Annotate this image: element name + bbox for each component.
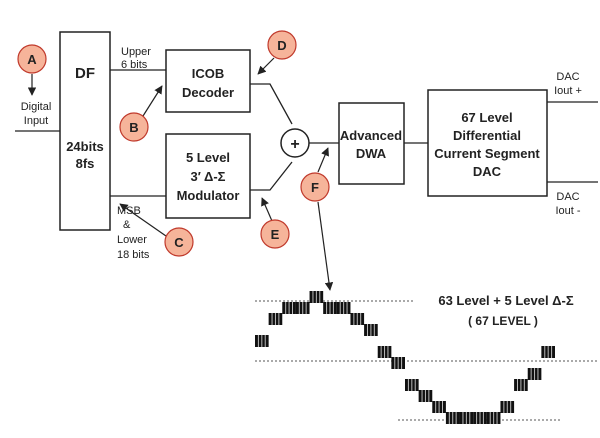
- callout-b-arrow: [142, 85, 163, 117]
- output-minus-label-2: Iout -: [555, 205, 580, 217]
- callout-a: A: [17, 44, 47, 74]
- input-label-1: Digital: [21, 101, 52, 113]
- waveform-title: 63 Level + 5 Level Δ-Σ: [438, 293, 573, 308]
- callout-f: F: [300, 172, 330, 202]
- waveform: 63 Level + 5 Level Δ-Σ ( 67 LEVEL ): [255, 291, 598, 424]
- output-plus-label-1: DAC: [556, 71, 579, 83]
- modulator-label-3: Modulator: [177, 188, 240, 203]
- summer-node: [280, 128, 310, 158]
- callout-a-label: A: [27, 52, 37, 67]
- df-bits-label: 24bits: [66, 139, 104, 154]
- input-label-2: Input: [24, 115, 48, 127]
- dwa-block: [338, 102, 405, 185]
- output-plus-label-2: Iout +: [554, 85, 582, 97]
- callout-b: B: [119, 112, 149, 142]
- callout-e-label: E: [271, 227, 280, 242]
- df-title: DF: [75, 65, 95, 82]
- lower-bits-label-3: Lower: [117, 234, 147, 246]
- waveform-subtitle: ( 67 LEVEL ): [468, 314, 538, 328]
- callout-c-arrow: [119, 203, 167, 237]
- callout-d-arrow: [257, 57, 275, 75]
- dac-label-2: Differential: [453, 128, 521, 143]
- dac-label-1: 67 Level: [461, 110, 512, 125]
- signal-lines: [15, 69, 598, 197]
- upper-bits-label-2: 6 bits: [121, 59, 148, 71]
- df-rate-label: 8fs: [76, 156, 95, 171]
- output-minus-label-1: DAC: [556, 191, 579, 203]
- dac-block: [427, 89, 548, 197]
- lower-bits-label-4: 18 bits: [117, 249, 150, 261]
- dwa-label-1: Advanced: [340, 128, 402, 143]
- icob-to-summer-line: [250, 83, 293, 125]
- summer-symbol: +: [290, 136, 299, 153]
- callout-e: E: [260, 219, 290, 249]
- dac-label-4: DAC: [473, 164, 502, 179]
- callout-d: D: [267, 30, 297, 60]
- callout-b-label: B: [129, 120, 138, 135]
- dwa-label-2: DWA: [356, 146, 387, 161]
- modulator-block: [165, 133, 251, 219]
- lower-bits-label-1: MSB: [117, 205, 141, 217]
- icob-label-2: Decoder: [182, 85, 234, 100]
- callout-e-arrow: [261, 197, 273, 222]
- callout-c-label: C: [174, 235, 184, 250]
- modulator-label-1: 5 Level: [186, 150, 230, 165]
- callout-f-up-arrow: [317, 147, 329, 173]
- callout-f-label: F: [311, 180, 319, 195]
- df-block: [59, 31, 111, 231]
- modulator-to-summer-line: [250, 161, 293, 191]
- modulator-label-2: 3′ Δ-Σ: [191, 169, 226, 184]
- lower-bits-label-2: &: [123, 219, 131, 231]
- icob-label-1: ICOB: [192, 66, 225, 81]
- upper-bits-label-1: Upper: [121, 46, 151, 58]
- dac-label-3: Current Segment: [434, 146, 540, 161]
- callout-d-label: D: [277, 38, 286, 53]
- icob-decoder-block: [165, 49, 251, 113]
- callout-f-down-arrow: [317, 201, 334, 291]
- callout-c: C: [164, 227, 194, 257]
- waveform-steps: [255, 291, 555, 424]
